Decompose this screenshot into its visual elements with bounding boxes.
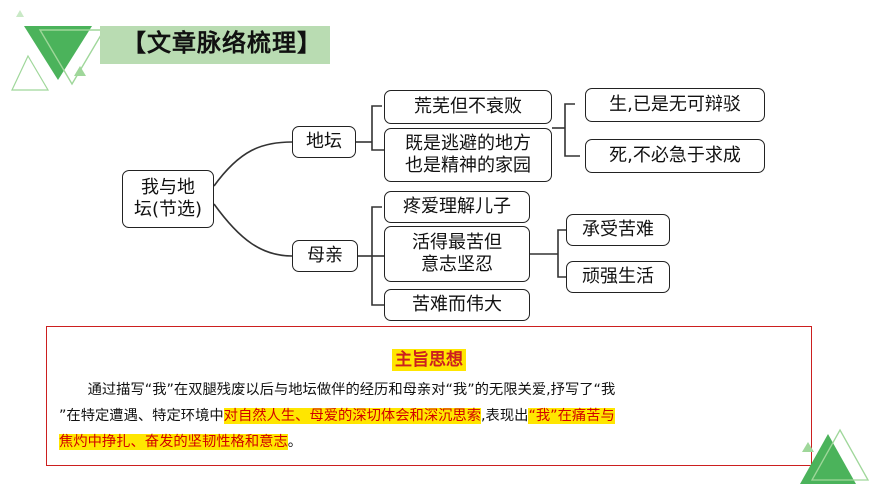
ditan-item-2: 既是逃避的地方 也是精神的家园 [384, 128, 552, 182]
ditan-item-1: 荒芜但不衰败 [384, 90, 552, 124]
mother-result-1: 承受苦难 [566, 214, 670, 246]
mother-item-1: 疼爱理解儿子 [384, 191, 530, 223]
branch-ditan: 地坛 [292, 126, 356, 158]
mother-result-2: 顽强生活 [566, 261, 670, 293]
page-title: 【文章脉络梳理】 [122, 29, 322, 57]
decorative-triangles-top [11, 10, 106, 91]
mother-item-3: 苦难而伟大 [384, 289, 530, 321]
mother-item-2: 活得最苦但 意志坚忍 [384, 226, 530, 282]
decorative-triangles-bottom [800, 428, 870, 484]
title-banner [100, 26, 330, 64]
theme-heading: 主旨思想 [47, 345, 811, 371]
ditan-result-2: 死,不必急于求成 [585, 139, 765, 173]
theme-text: 通过描写“我”在双腿残废以后与地坛做伴的经历和母亲对“我”的无限关爱,抒写了“我… [59, 382, 616, 450]
root-node: 我与地 坛(节选) [122, 170, 214, 228]
ditan-result-1: 生,已是无可辩驳 [585, 88, 765, 122]
branch-mother: 母亲 [292, 240, 358, 272]
theme-panel: 主旨思想 通过描写“我”在双腿残废以后与地坛做伴的经历和母亲对“我”的无限关爱,… [46, 326, 812, 466]
